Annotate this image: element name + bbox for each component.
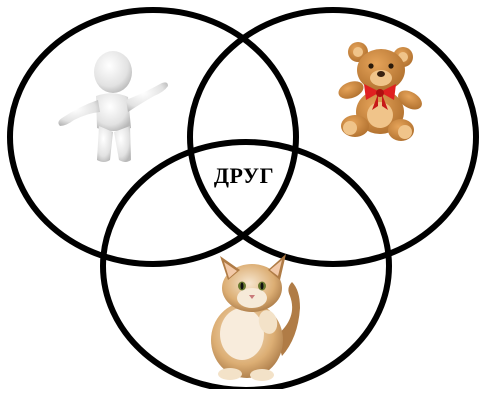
cat-icon [211,254,300,381]
center-label: ДРУГ [196,163,292,189]
circle-person [10,10,296,264]
person-figure-icon [58,51,168,162]
teddy-bear-icon [336,42,425,141]
circle-teddy [190,10,476,264]
